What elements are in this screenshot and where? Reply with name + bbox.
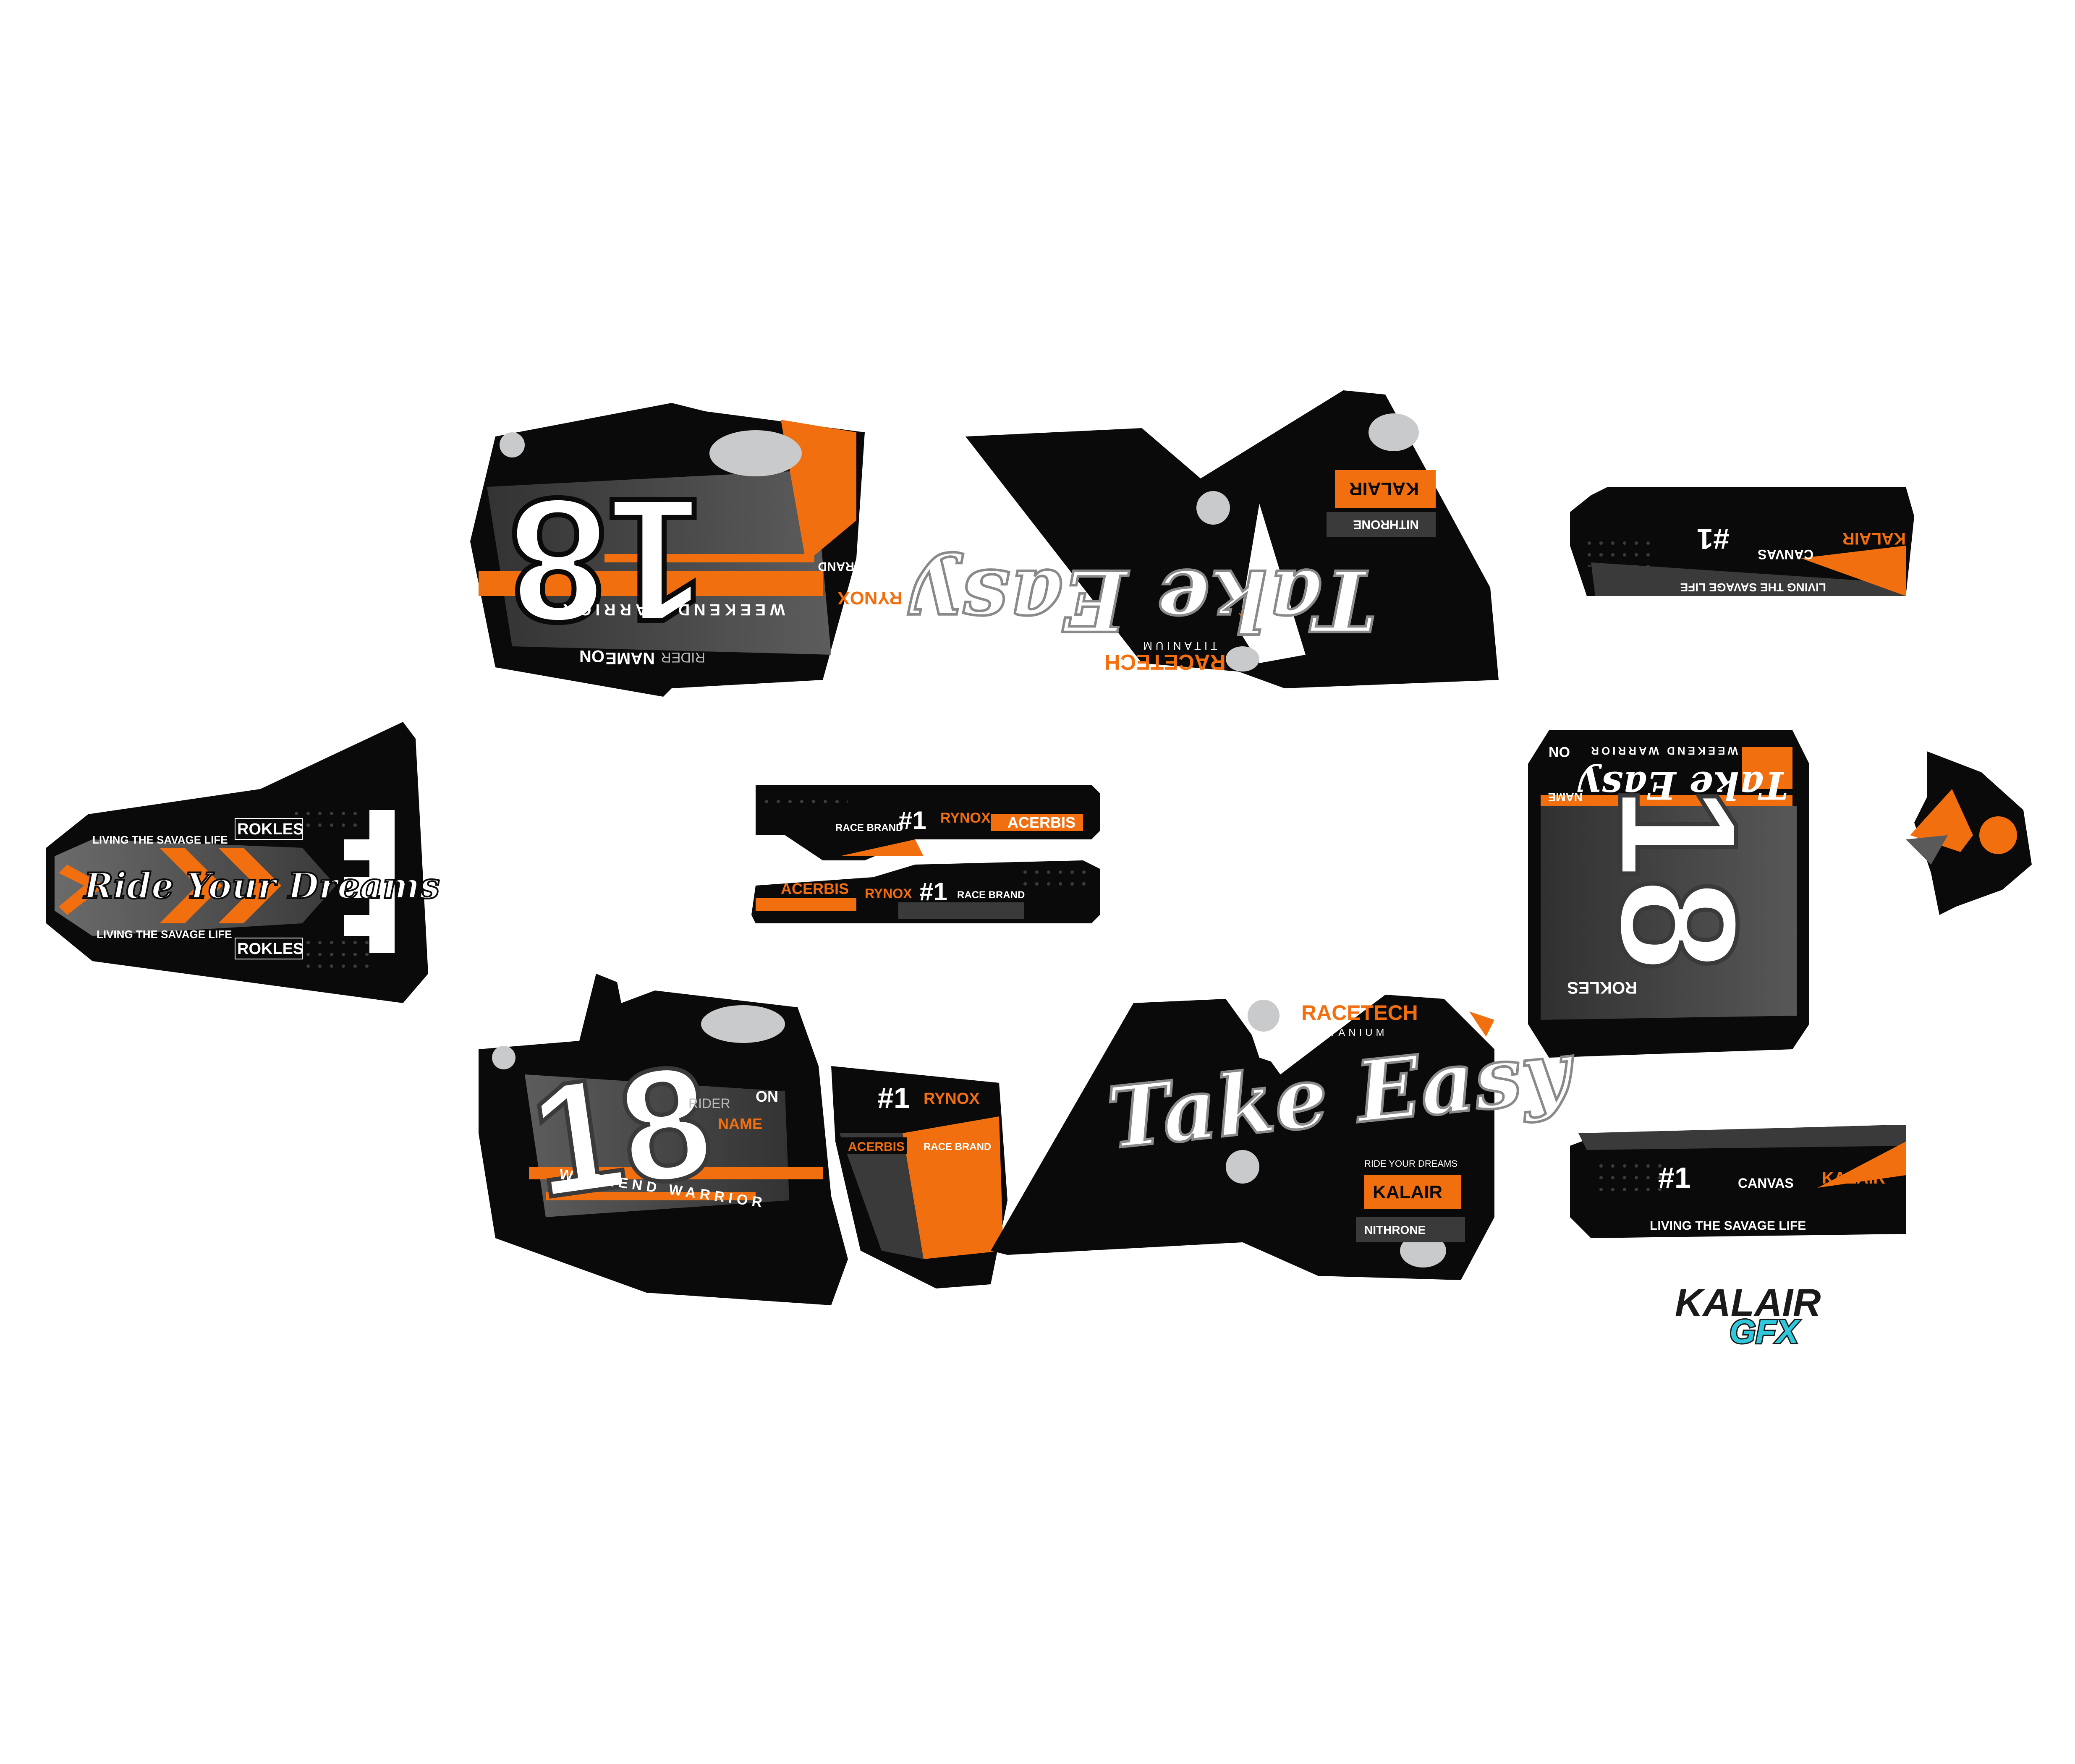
shroud-bottom-left-rider: RIDER: [688, 1096, 730, 1111]
rear-fender-rokles-top: ROKLES: [237, 821, 304, 838]
side-panel-top-script: Take Easy: [908, 551, 1377, 649]
shroud-top-left-ninja: RYNOX: [837, 588, 903, 608]
side-panel-bottom: [991, 995, 1494, 1280]
side-panel-top: [966, 390, 1499, 688]
plate-number: 18: [1585, 785, 1772, 972]
fork-guard-top-savage: LIVING THE SAVAGE LIFE: [1680, 581, 1826, 594]
plate-name: NAME: [1548, 791, 1583, 804]
swingarm-strip-bottom-ninja: RYNOX: [865, 886, 912, 901]
plate-script: Take Easy: [1577, 763, 1788, 808]
swingarm-strip-bottom: [751, 860, 1100, 923]
shroud-bottom-left-on: ON: [756, 1088, 778, 1105]
logo-word: KALAIR: [1675, 1281, 1821, 1324]
fork-guard-bottom-hash: #1: [1658, 1161, 1691, 1194]
side-panel-top-nithrone: NITHRONE: [1353, 517, 1419, 531]
shroud-bottom-left: [479, 974, 1007, 1305]
plate-weekend: WEEKEND WARRIOR: [1588, 745, 1738, 757]
fork-guard-bottom-canvas: CANVAS: [1738, 1176, 1794, 1191]
swingarm-strip-bottom-acerbis: ACERBIS: [781, 880, 849, 897]
fork-guard-top-hash: #1: [1697, 523, 1730, 555]
fork-guard-bottom-savage: LIVING THE SAVAGE LIFE: [1650, 1219, 1806, 1233]
shroud-top-left-xrace: RACE BRAND: [818, 559, 903, 573]
swingarm-strip-top-ninja: RYNOX: [940, 810, 991, 826]
shroud-bottom-left-acerbis: ACERBIS: [848, 1140, 905, 1154]
kalair-gfx-logo: KALAIR GFX: [1674, 1280, 1822, 1351]
front-fender-tip: [1906, 751, 2032, 915]
shroud-bottom-left-number: 18: [521, 1030, 722, 1231]
shroud-bottom-left-xrace: RACE BRAND: [924, 1141, 991, 1152]
fork-guard-top: [1570, 487, 1914, 596]
fork-guard-top-canvas: CANVAS: [1758, 547, 1813, 562]
fork-guard-bottom: [1570, 1125, 1906, 1238]
side-panel-bottom-titanium: TITANIUM: [1314, 1027, 1388, 1038]
side-panel-top-kalair: KALAIR: [1349, 478, 1419, 499]
side-panel-bottom-kalair: KALAIR: [1373, 1182, 1442, 1202]
shroud-top-left-weekend: WEEKEND WARRIOR: [559, 601, 785, 618]
shroud-bottom-left-ninja: RYNOX: [924, 1090, 980, 1108]
side-panel-bottom-racetech: RACETECH: [1301, 1001, 1418, 1024]
swingarm-strip-bottom-hash: #1: [919, 878, 947, 906]
shroud-top-left-on: ON: [579, 647, 604, 665]
side-panel-bottom-ride: RIDE YOUR DREAMS: [1364, 1158, 1457, 1169]
side-panel-top-racetech: RACETECH: [1104, 650, 1226, 674]
shroud-bottom-left-hash: #1: [877, 1082, 910, 1114]
shroud-top-left: [470, 403, 865, 697]
side-panel-top-body: [966, 390, 1499, 688]
shroud-top-left-hash: #1: [861, 631, 898, 668]
swingarm-strip-top-hash: #1: [898, 806, 926, 834]
plate-on: ON: [1549, 744, 1570, 760]
plate-rokles: ROKLES: [1567, 978, 1637, 997]
swingarm-strip-bottom-xrace: RACE BRAND: [957, 889, 1025, 901]
logo-suffix: GFX: [1730, 1313, 1800, 1350]
shroud-top-left-number: 18: [509, 462, 705, 659]
fork-guard-top-kalair: KALAIR: [1842, 529, 1906, 548]
side-panel-top-titanium: TITANIUM: [1140, 640, 1217, 652]
fork-guard-bottom-kalair: KALAIR: [1822, 1169, 1885, 1187]
swingarm-strip-top-acerbis: ACERBIS: [1007, 814, 1075, 831]
rear-fender-savage-top: LIVING THE SAVAGE LIFE: [92, 834, 228, 846]
side-panel-bottom-nithrone: NITHRONE: [1364, 1223, 1426, 1236]
rear-fender-savage-bottom: LIVING THE SAVAGE LIFE: [97, 928, 232, 941]
shroud-top-left-rider: RIDER: [661, 649, 705, 665]
rear-fender-script: Ride Your Dreams: [83, 865, 440, 907]
rear-fender: [46, 722, 428, 1003]
swingarm-strip-top-xrace: RACE BRAND: [835, 822, 903, 834]
shroud-top-left-name: NAME: [605, 649, 655, 667]
shroud-bottom-left-name: NAME: [718, 1115, 762, 1132]
front-number-plate: [1528, 730, 1809, 1058]
swingarm-strip-top: [756, 785, 1100, 860]
rear-fender-rokles-bottom: ROKLES: [237, 940, 304, 958]
